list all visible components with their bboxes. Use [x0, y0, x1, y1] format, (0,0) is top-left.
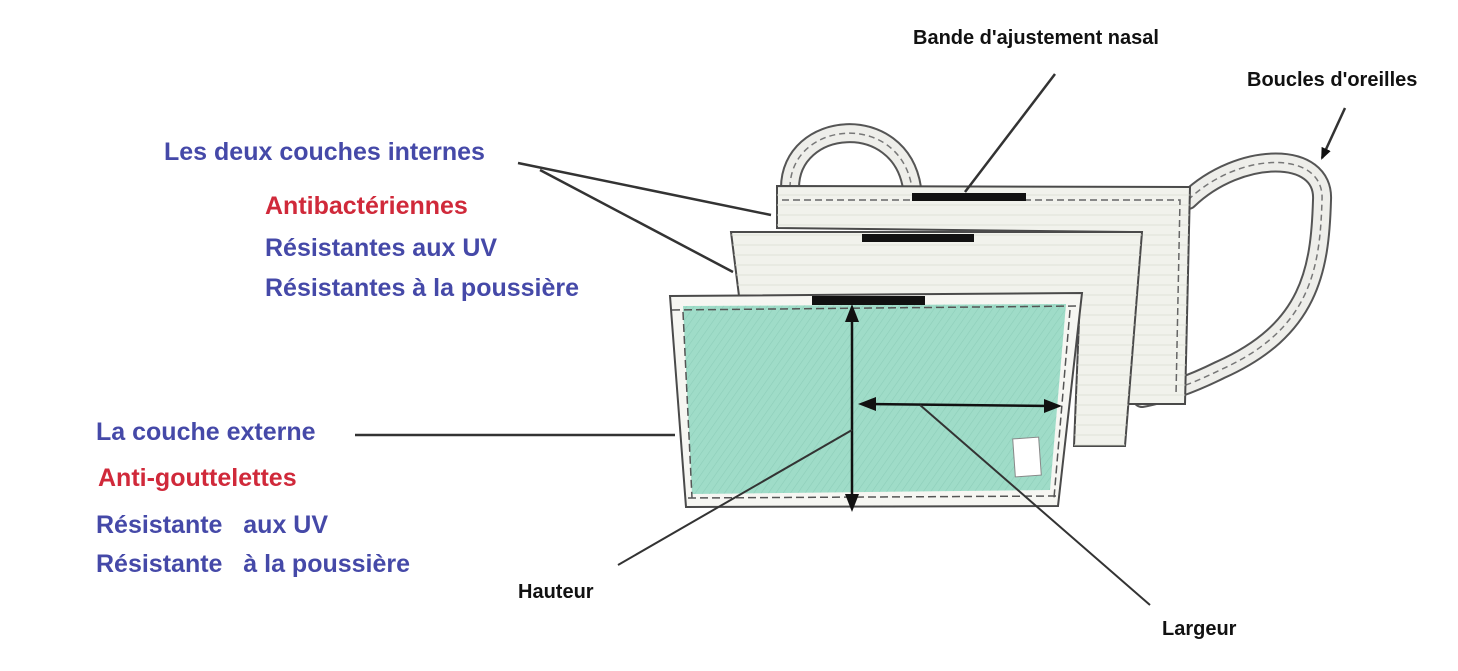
inner-layers-title: Les deux couches internes — [164, 138, 485, 166]
ear-loops-label: Boucles d'oreilles — [1247, 69, 1418, 91]
leader-ear-loops — [1320, 107, 1347, 160]
outer-feature-dust: Résistante à la poussière — [96, 550, 411, 578]
inner-feature-dust: Résistantes à la poussière — [265, 274, 580, 302]
outer-layer-title: La couche externe — [96, 418, 316, 446]
nose-band-front — [812, 296, 925, 305]
inner-layer-back — [776, 184, 1192, 405]
width-arrow — [865, 402, 1053, 408]
nose-band-label: Bande d'ajustement nasal — [913, 27, 1159, 49]
leader-inner-back — [517, 161, 772, 217]
inner-feature-uv: Résistantes aux UV — [265, 234, 498, 262]
leader-inner-middle — [539, 168, 734, 274]
width-label: Largeur — [1162, 618, 1237, 640]
inner-feature-antibacterial: Antibactériennes — [265, 192, 468, 220]
leader-height — [617, 429, 853, 566]
height-label: Hauteur — [518, 581, 594, 603]
outer-feature-anti-droplet: Anti-gouttelettes — [98, 464, 297, 492]
nose-band-middle — [862, 234, 974, 242]
outer-feature-uv: Résistante aux UV — [96, 511, 329, 539]
nose-band-back — [912, 193, 1026, 201]
leader-width — [919, 404, 1151, 606]
leader-nose-band — [964, 73, 1056, 193]
product-tag — [1012, 436, 1042, 478]
